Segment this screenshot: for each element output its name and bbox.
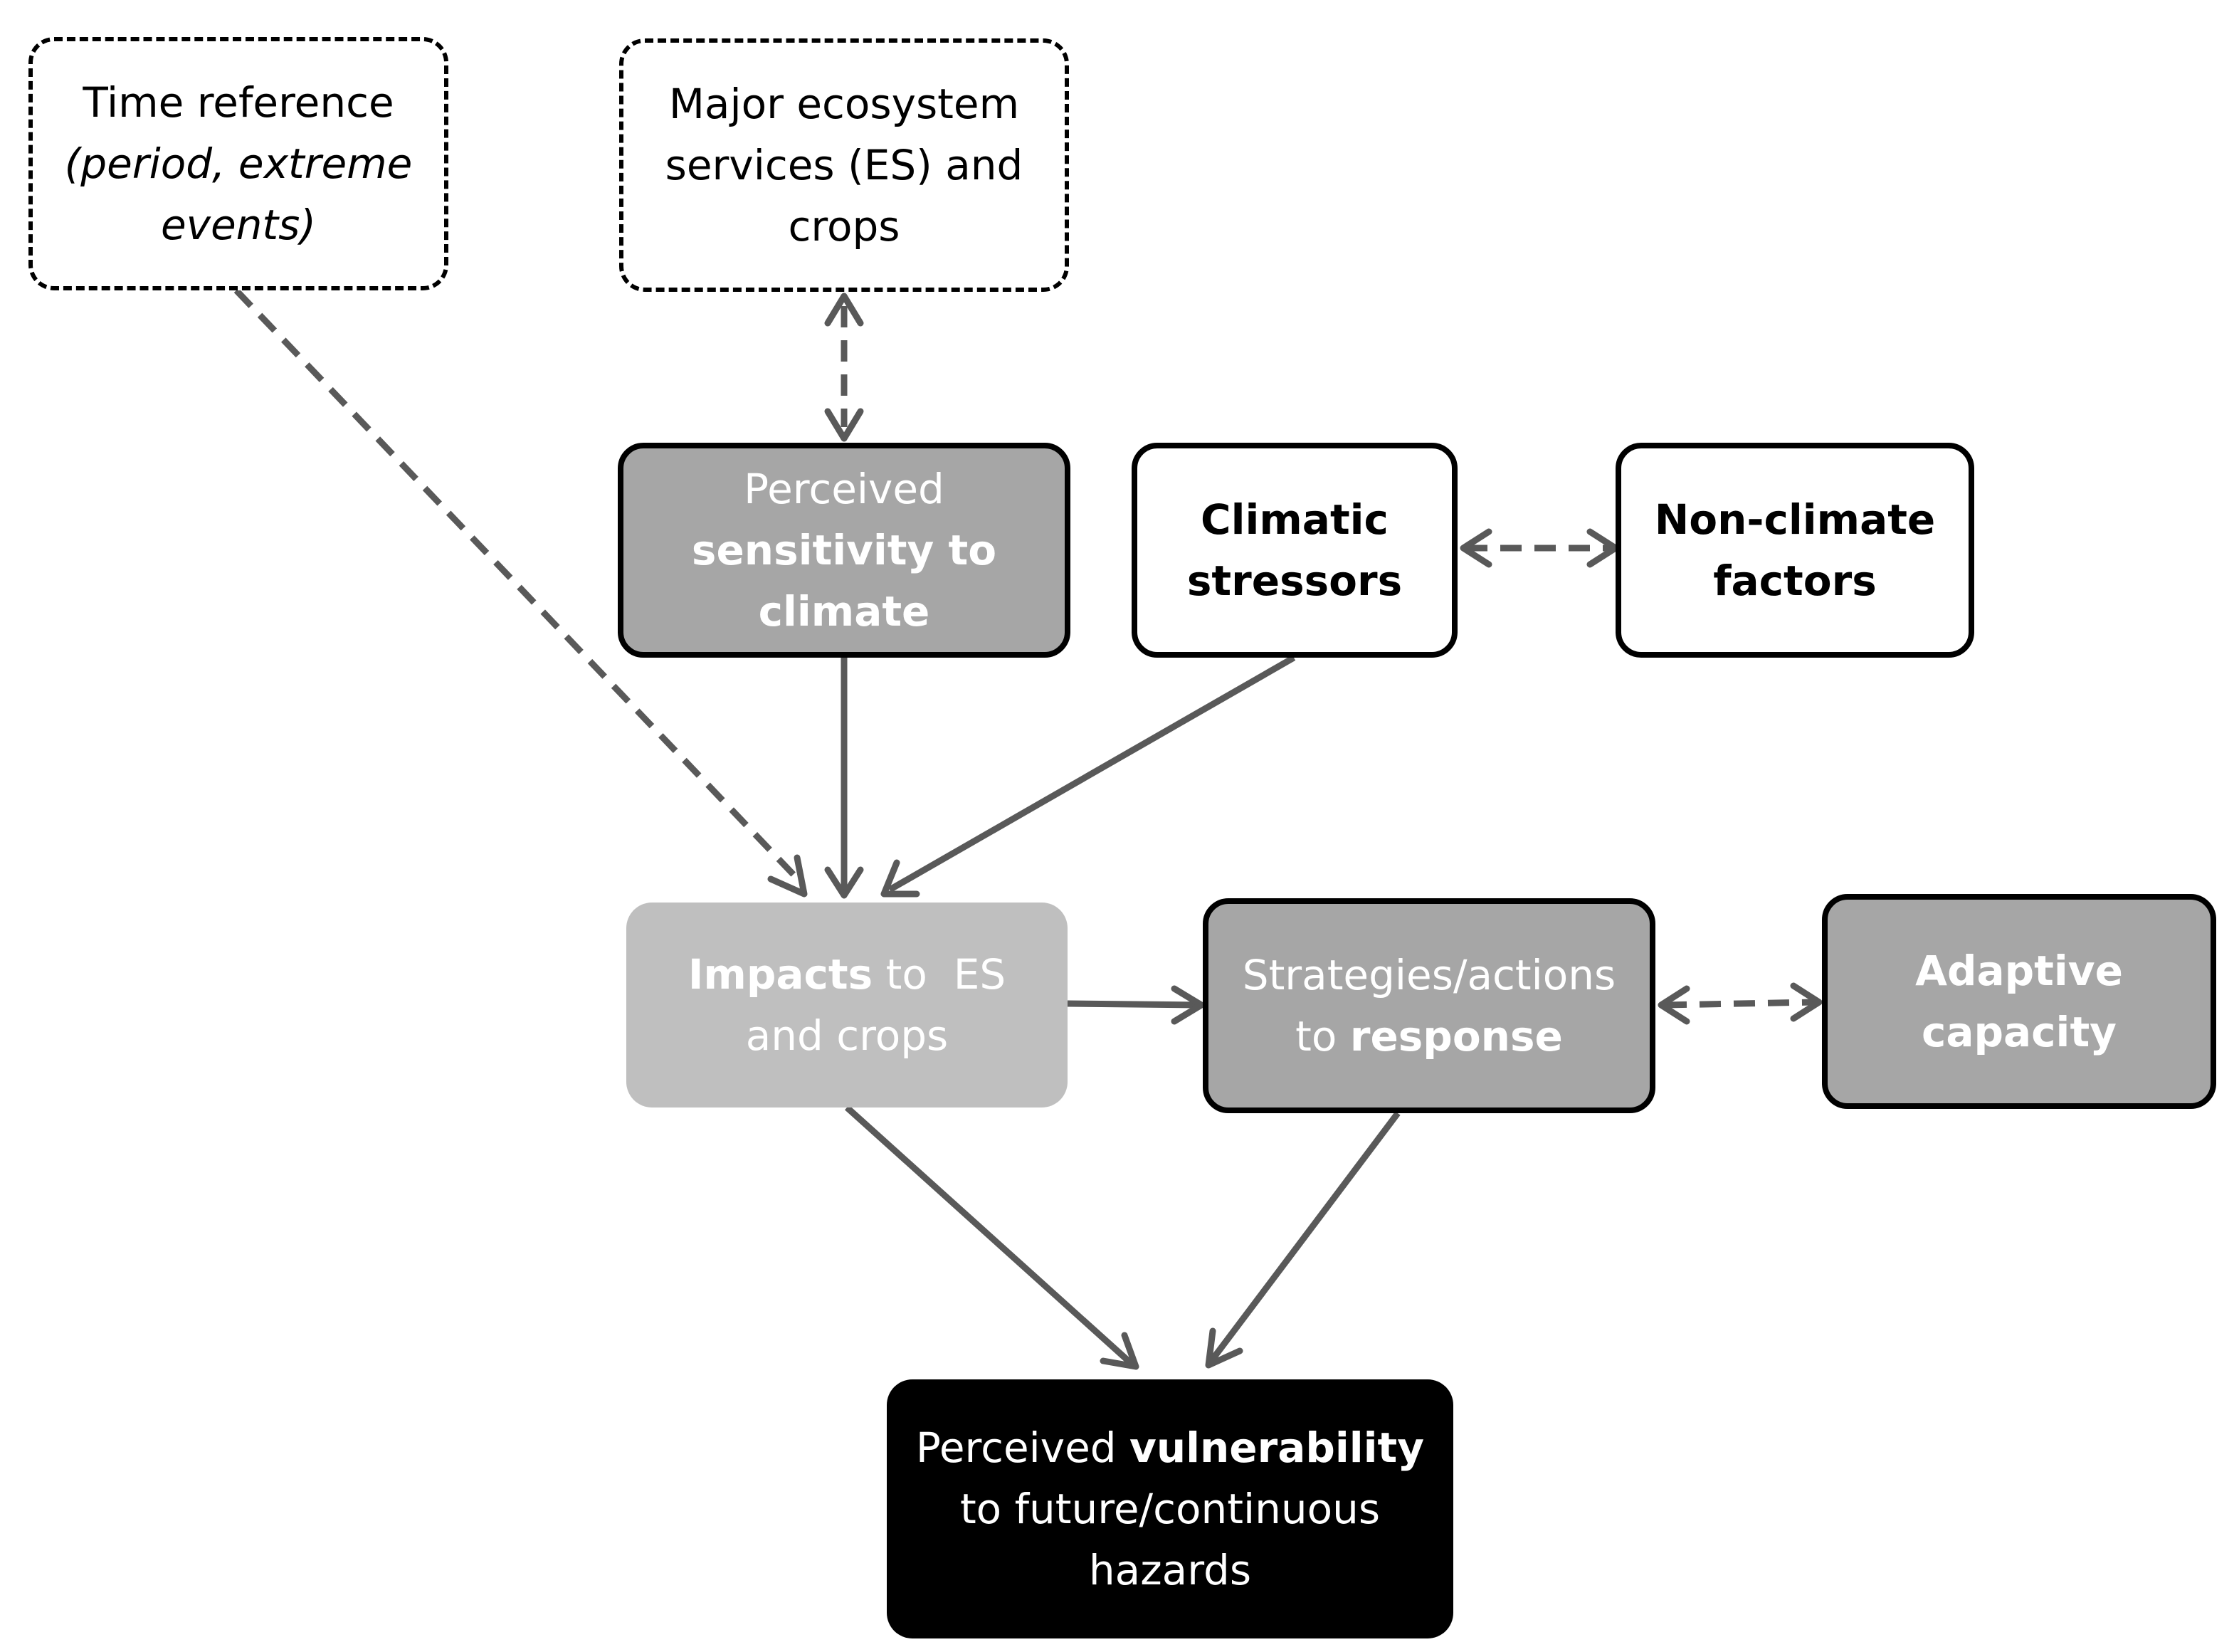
node-text: to ES — [873, 950, 1006, 999]
edge-es-to-sensitivity — [824, 293, 864, 442]
node-text: Non-climate — [1654, 495, 1936, 544]
node-text: to — [1295, 1012, 1350, 1061]
node-climatic-stressors: Climatic stressors — [1132, 443, 1458, 658]
node-strategies: Strategies/actions to response — [1203, 898, 1655, 1113]
node-text: services (ES) and — [665, 141, 1023, 189]
node-text: and crops — [745, 1011, 949, 1060]
node-text: crops — [788, 202, 900, 251]
node-sensitivity: Perceived sensitivity to climate — [618, 443, 1070, 658]
node-text: Time reference — [83, 78, 394, 127]
node-text-bold: vulnerability — [1129, 1424, 1425, 1472]
node-text-bold: response — [1349, 1012, 1563, 1061]
node-text: Adaptive — [1915, 947, 2123, 995]
node-text-line: Perceived vulnerability — [916, 1417, 1424, 1478]
node-text: stressors — [1186, 557, 1403, 605]
node-text: hazards — [1088, 1546, 1252, 1594]
node-impacts: Impacts to ES and crops — [626, 903, 1068, 1108]
edge-strategies-to-adaptive — [1658, 982, 1823, 1025]
node-text: capacity — [1922, 1008, 2117, 1056]
edge-strategies-to-vulnerability — [1205, 1111, 1401, 1369]
node-text: factors — [1713, 557, 1877, 605]
edge-impacts-to-vulnerability — [844, 1105, 1139, 1370]
edge-time-to-impacts — [233, 288, 808, 898]
edge-impacts-to-strategies — [1067, 985, 1205, 1025]
node-text: (period, extreme — [64, 140, 413, 188]
node-text-line: Impacts to ES — [688, 944, 1006, 1005]
node-text-bold: Impacts — [687, 950, 873, 999]
node-text: Perceived — [744, 465, 944, 513]
node-text: events) — [160, 201, 317, 249]
node-text-line: to response — [1295, 1006, 1563, 1067]
node-text: sensitivity to — [691, 526, 997, 574]
node-text: Strategies/actions — [1242, 951, 1616, 999]
edge-sensitivity-to-impacts — [824, 658, 864, 899]
node-time-reference: Time reference (period, extreme events) — [28, 37, 448, 290]
node-text: to future/continuous — [959, 1485, 1381, 1533]
node-vulnerability: Perceived vulnerability to future/contin… — [887, 1379, 1453, 1638]
node-text: Climatic — [1201, 495, 1389, 544]
node-text: Major ecosystem — [668, 80, 1020, 128]
node-non-climate-factors: Non-climate factors — [1616, 443, 1974, 658]
edge-climatic-to-impacts — [880, 655, 1296, 898]
node-ecosystem-services: Major ecosystem services (ES) and crops — [619, 38, 1069, 292]
node-text: Perceived — [915, 1424, 1130, 1472]
node-adaptive-capacity: Adaptive capacity — [1822, 894, 2216, 1109]
edge-climatic-to-nonclimate — [1460, 528, 1619, 568]
node-text: climate — [758, 587, 930, 636]
